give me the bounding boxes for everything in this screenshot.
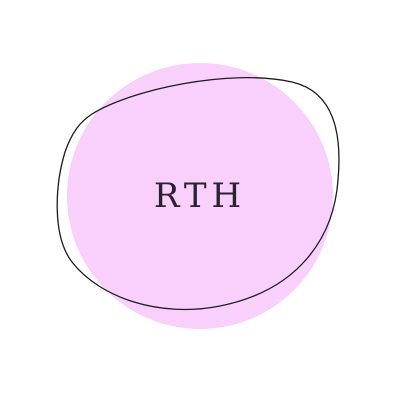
logo-fill-circle	[67, 63, 333, 329]
logo-outline-blob	[56, 76, 340, 311]
logo-monogram: RTH	[153, 176, 247, 216]
